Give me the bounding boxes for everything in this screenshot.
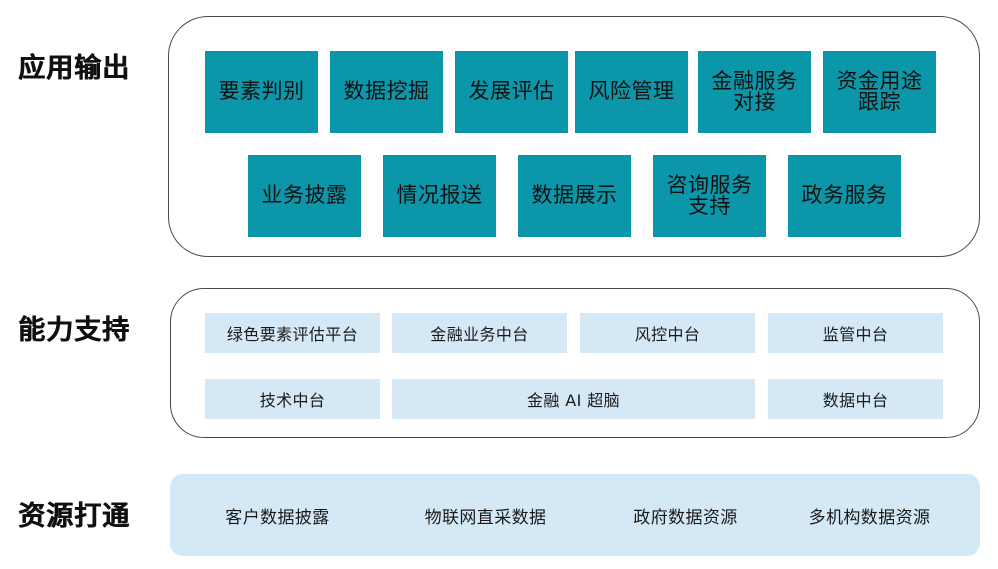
capability-support-tile[interactable]: 数据中台 xyxy=(768,379,943,419)
application-output-tile[interactable]: 情况报送 xyxy=(383,155,496,237)
capability-support-tile[interactable]: 监管中台 xyxy=(768,313,943,353)
resource-connection-item[interactable]: 物联网直采数据 xyxy=(424,507,547,528)
capability-support-tile[interactable]: 金融业务中台 xyxy=(392,313,567,353)
resource-connection-item[interactable]: 多机构数据资源 xyxy=(808,507,931,528)
row-label-application-output: 应用输出 xyxy=(18,53,130,84)
row-label-capability-support: 能力支持 xyxy=(18,315,130,346)
application-output-tile[interactable]: 政务服务 xyxy=(788,155,901,237)
resource-connection-item[interactable]: 政府数据资源 xyxy=(633,507,738,528)
capability-support-tile[interactable]: 绿色要素评估平台 xyxy=(205,313,380,353)
application-output-tile[interactable]: 风险管理 xyxy=(575,51,688,133)
capability-support-tile[interactable]: 风控中台 xyxy=(580,313,755,353)
application-output-tile[interactable]: 数据挖掘 xyxy=(330,51,443,133)
capability-support-tile[interactable]: 金融 AI 超脑 xyxy=(392,379,755,419)
application-output-tile[interactable]: 数据展示 xyxy=(518,155,631,237)
resource-connection-item[interactable]: 客户数据披露 xyxy=(225,507,330,528)
application-output-tile[interactable]: 业务披露 xyxy=(248,155,361,237)
application-output-tile[interactable]: 资金用途 跟踪 xyxy=(823,51,936,133)
application-output-tile[interactable]: 要素判别 xyxy=(205,51,318,133)
application-output-tile[interactable]: 发展评估 xyxy=(455,51,568,133)
application-output-tile[interactable]: 咨询服务 支持 xyxy=(653,155,766,237)
row-label-resource-connection: 资源打通 xyxy=(18,501,130,532)
resource-connection-panel xyxy=(170,474,980,556)
capability-support-tile[interactable]: 技术中台 xyxy=(205,379,380,419)
application-output-tile[interactable]: 金融服务 对接 xyxy=(698,51,811,133)
